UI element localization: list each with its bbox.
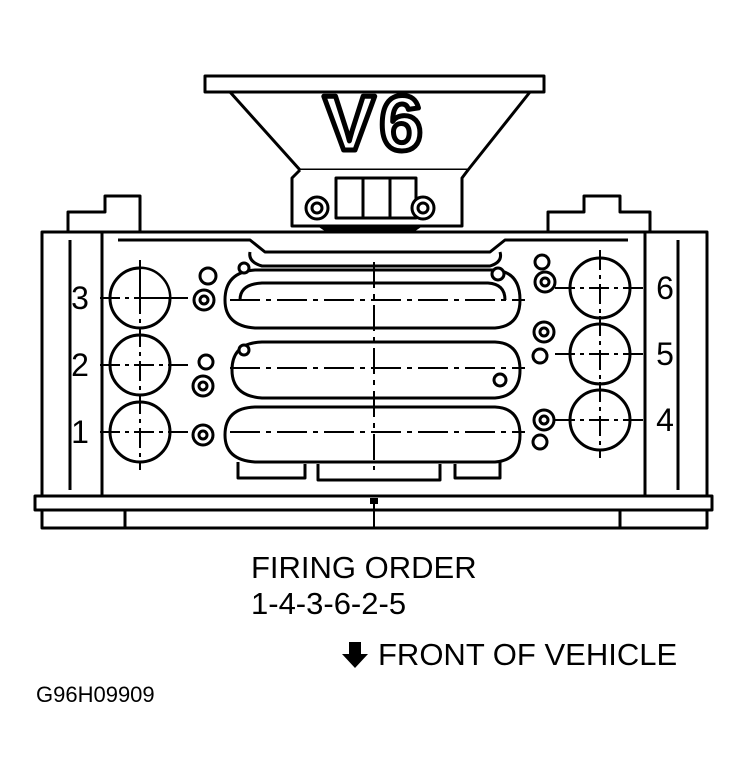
v6-logo-text: V6 bbox=[323, 79, 426, 167]
cylinder-number-3: 3 bbox=[71, 280, 89, 316]
down-arrow-icon bbox=[342, 642, 368, 668]
front-of-vehicle-indicator: FRONT OF VEHICLE bbox=[340, 637, 677, 673]
figure-id: G96H09909 bbox=[36, 682, 155, 707]
cylinder-number-4: 4 bbox=[656, 402, 674, 438]
cylinder-number-1: 1 bbox=[71, 414, 89, 450]
cylinder-number-2: 2 bbox=[71, 347, 89, 383]
cylinder-4 bbox=[555, 382, 645, 458]
cylinder-3 bbox=[100, 260, 190, 336]
firing-order-sequence: 1-4-3-6-2-5 bbox=[251, 586, 407, 621]
intake-runners bbox=[191, 251, 557, 482]
cylinder-6 bbox=[555, 250, 645, 326]
cylinder-number-5: 5 bbox=[656, 336, 674, 372]
cylinder-1 bbox=[100, 394, 190, 470]
firing-order-title: FIRING ORDER bbox=[251, 550, 477, 585]
intake-plenum: V6 bbox=[203, 74, 546, 238]
cylinder-number-6: 6 bbox=[656, 270, 674, 306]
front-of-vehicle-label: FRONT OF VEHICLE bbox=[378, 637, 678, 672]
